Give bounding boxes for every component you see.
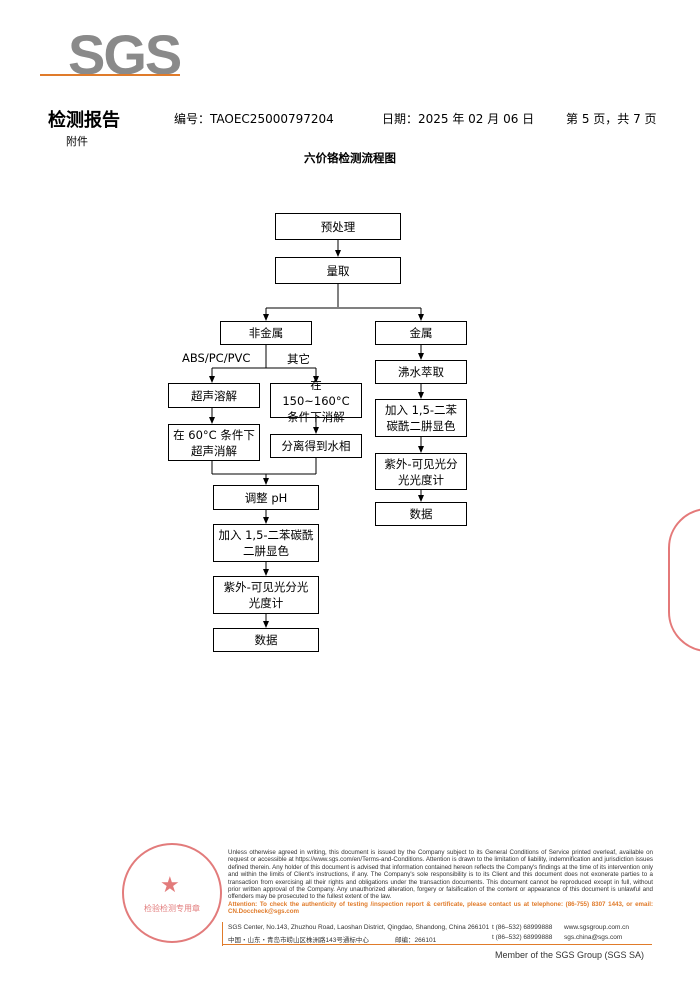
step-data-left: 数据 [213,628,319,652]
star-icon: ★ [160,873,180,898]
address-cn: 中国・山东・青岛市崂山区株洲路143号通标中心 [228,937,369,944]
side-seal-stamp [668,508,700,652]
footer-vline [222,922,223,946]
address-en: SGS Center, No.143, Zhuzhou Road, Laosha… [228,924,490,931]
telephone-1: t (86–532) 68999888 [492,924,553,931]
report-date: 日期：2025 年 02 月 06 日 [382,112,535,126]
branch-other-label: 其它 [287,352,310,366]
step-adjust-ph: 调整 pH [213,485,319,510]
flowchart-connectors [209,240,424,628]
annex-label: 附件 [66,135,88,148]
stamp-text: 检验检测专用章 [144,904,200,913]
email: sgs.china@sgs.com [564,934,623,941]
step-uv-left: 紫外-可见光分光光度计 [213,576,319,614]
postcode: 邮编：266101 [395,937,437,944]
step-metal: 金属 [375,321,467,345]
report-title: 检测报告 [48,110,120,131]
telephone-2: t (86–532) 68999888 [492,934,553,941]
attention-text: Attention: To check the authenticity of … [228,900,653,916]
step-boil-extract: 沸水萃取 [375,360,467,384]
member-text: Member of the SGS Group (SGS SA) [495,950,645,960]
flowchart-title: 六价铬检测流程图 [304,151,396,165]
step-heat-digest: 在 150~160°C 条件下消解 [270,378,362,424]
step-separate-aqueous: 分离得到水相 [270,434,362,458]
step-color-right: 加入 1,5-二苯碳酰二肼显色 [375,399,467,437]
step-nonmetal: 非金属 [220,321,312,345]
disclaimer-body: Unless otherwise agreed in writing, this… [228,849,653,901]
report-number: 编号：TAOEC25000797204 [174,112,334,126]
step-color-left: 加入 1,5-二苯碳酰二肼显色 [213,524,319,562]
footer-hline [222,944,652,945]
step-uv-right: 紫外-可见光分光光度计 [375,453,467,490]
branch-abs-label: ABS/PC/PVC [182,351,251,365]
step-ultrasonic-digest: 在 60°C 条件下超声消解 [168,424,260,461]
logo-underline [40,74,180,76]
disclaimer-text: Unless otherwise agreed in writing, this… [228,849,653,916]
inspection-seal-stamp: ★ 检验检测专用章 [122,843,222,943]
step-data-right: 数据 [375,502,467,526]
step-measure: 量取 [275,257,401,284]
website: www.sgsgroup.com.cn [564,924,630,931]
step-ultrasonic-dissolve: 超声溶解 [168,383,260,408]
page-number: 第 5 页，共 7 页 [566,112,657,126]
step-pretreatment: 预处理 [275,213,401,240]
